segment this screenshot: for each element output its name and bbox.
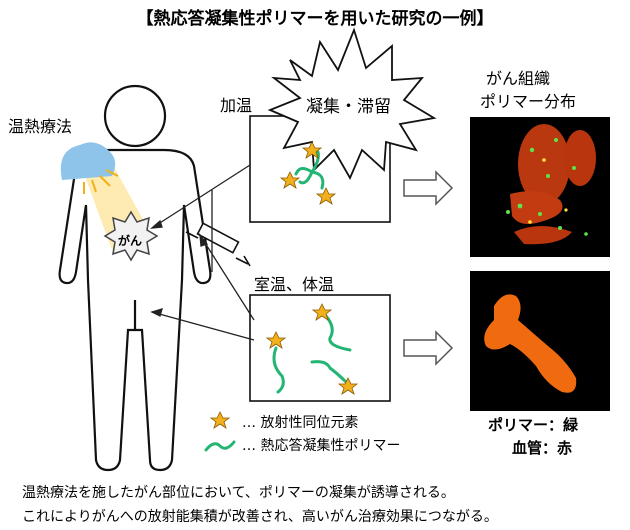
warm-result-arrow	[403, 170, 454, 206]
label-warming: 加温	[220, 96, 253, 115]
cancer-spot	[103, 210, 159, 262]
color-key-vessel: 血管：赤	[512, 439, 573, 457]
color-key-polymer: ポリマー：緑	[488, 416, 579, 434]
legend-icons	[204, 411, 236, 452]
tumor-image-warm	[470, 117, 610, 257]
label-cancer: がん	[118, 234, 143, 248]
legend-polymer: … 熱応答凝集性ポリマー	[242, 438, 401, 454]
label-room-body-temp: 室温、体温	[254, 275, 335, 294]
label-aggregation: 凝集・滞留	[306, 97, 391, 117]
aggregated-polymer	[294, 150, 325, 190]
label-polymer-distribution: ポリマー分布	[480, 92, 577, 111]
aggregation-burst	[267, 27, 437, 181]
page-title: 【熱応答凝集性ポリマーを用いた研究の一例】	[136, 9, 494, 29]
heat-lamp-icon	[60, 142, 119, 194]
connector-lines	[150, 164, 255, 341]
legend-isotope: … 放射性同位元素	[242, 415, 359, 431]
caption-line-2: これによりがんへの放射能集積が改善され、高いがん治療効果につながる。	[22, 509, 498, 525]
tumor-image-room	[470, 271, 610, 411]
legend-polymer-icon	[204, 440, 236, 452]
label-heat-therapy: 温熱療法	[8, 117, 73, 136]
dispersed-polymer	[272, 314, 352, 394]
syringe-icon	[185, 222, 251, 267]
human-figure	[58, 84, 212, 472]
warm-isotope-stars	[279, 141, 337, 205]
legend-star-icon	[209, 411, 231, 429]
room-result-arrow	[403, 330, 454, 366]
label-tumor-tissue: がん組織	[486, 69, 551, 88]
caption-line-1: 温熱療法を施したがん部位において、ポリマーの凝集が誘導される。	[22, 485, 455, 501]
room-isotope-stars	[265, 303, 359, 395]
